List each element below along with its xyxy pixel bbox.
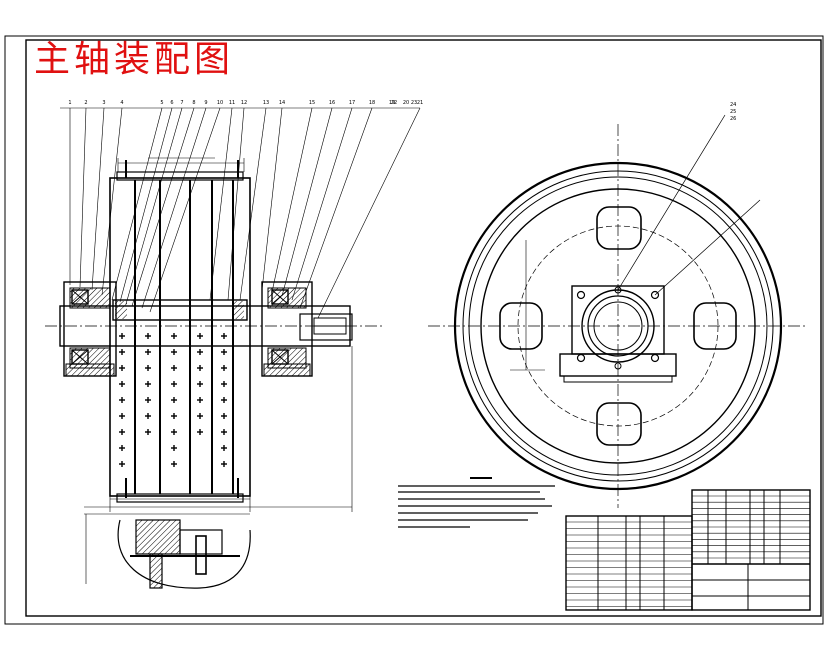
callout-number: 10 (217, 100, 223, 106)
title-block (691, 489, 811, 611)
side-view-leaders (60, 107, 421, 319)
callout-number: 21 (417, 100, 423, 106)
callout-number: 25 (730, 109, 736, 115)
callout-number: 3 (102, 100, 105, 106)
callout-number: 7 (180, 100, 183, 106)
callout-number: 19 (389, 100, 395, 106)
callout-number: 11 (229, 100, 235, 106)
callout-number: 4 (120, 100, 123, 106)
callout-number: 24 (730, 102, 736, 108)
callout-number: 2 (84, 100, 87, 106)
callout-number: 13 (263, 100, 269, 106)
detail-section (84, 513, 251, 589)
end-view (428, 114, 806, 508)
outer-border (4, 35, 824, 625)
callout-number: 9 (204, 100, 207, 106)
callout-number: 1 (68, 100, 71, 106)
callout-number: 16 (329, 100, 335, 106)
callout-number: 14 (279, 100, 285, 106)
callout-number: 12 (241, 100, 247, 106)
parts-list-table (565, 515, 693, 611)
callout-number: 18 (369, 100, 375, 106)
callout-number: 6 (170, 100, 173, 106)
inner-frame (25, 39, 822, 617)
drawing-title: 主轴装配图 (34, 39, 235, 80)
callout-number: 17 (349, 100, 355, 106)
callout-number: 20 (403, 100, 409, 106)
callout-number: 22 (391, 100, 397, 106)
callout-number: 26 (730, 116, 736, 122)
side-section-view (45, 157, 385, 512)
technical-notes (398, 477, 555, 528)
callout-number: 5 (160, 100, 163, 106)
callout-number: 8 (192, 100, 195, 106)
callout-number: 23 (411, 100, 417, 106)
callout-number: 15 (309, 100, 315, 106)
